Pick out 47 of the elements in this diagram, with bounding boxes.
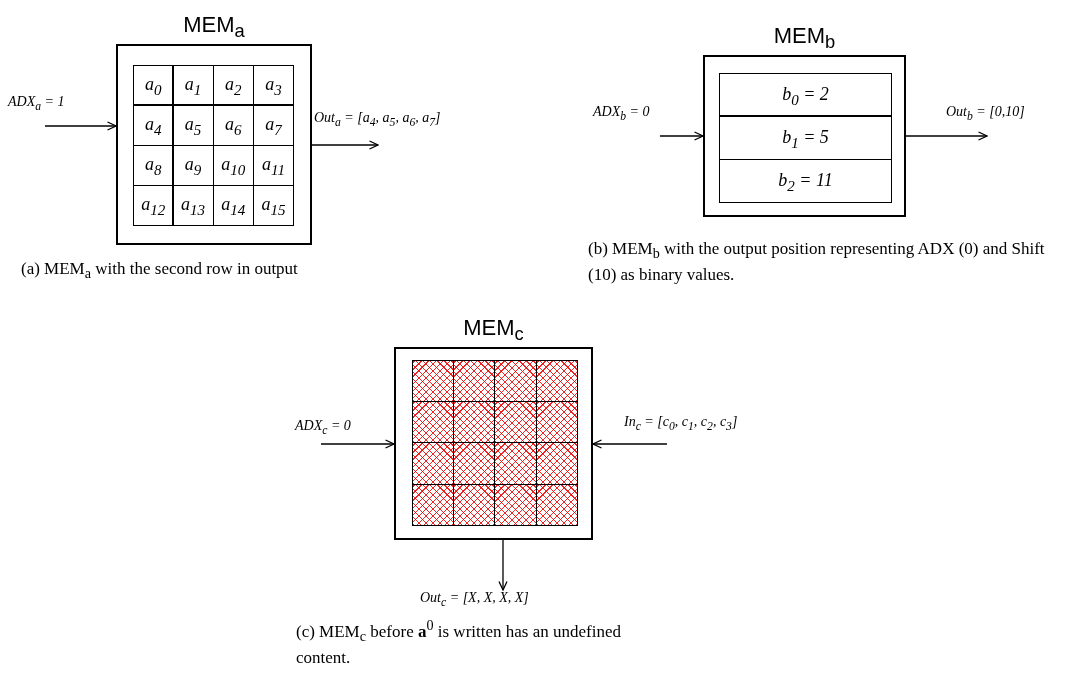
- memory-cell: a$_{0}$: [133, 65, 174, 106]
- memory-cell: a$_{1}$: [172, 65, 214, 106]
- memory-cell: a$_{7}$: [253, 104, 294, 146]
- undefined-memory-cell: [452, 360, 495, 402]
- memory-cell: a$_{4}$: [133, 104, 174, 146]
- memory-cell: a$_{5}$: [172, 104, 214, 146]
- undefined-memory-cell: [494, 483, 537, 526]
- undefined-memory-cell: [494, 442, 537, 485]
- arrow: [659, 131, 704, 141]
- arrow: [44, 121, 117, 131]
- memory-cell: b$_{1}$ = 5: [719, 115, 892, 160]
- arrow: [320, 439, 395, 449]
- signal-label: In$_{c}$ = [c$_{0}$, c$_{1}$, c$_{2}$, c$_{3}$]: [624, 414, 774, 444]
- signal-label: Out$_{b}$ = [0,10]: [946, 104, 1056, 136]
- undefined-memory-cell: [494, 400, 537, 443]
- undefined-memory-cell: [535, 483, 578, 526]
- figure-caption: (b) MEM$_{b}$ with the output position representing ADX (0) and Shift (10) as binary values.: [588, 238, 1046, 287]
- signal-label: ADX$_{b}$ = 0: [593, 104, 683, 136]
- block-title: MEM$_{a}$: [183, 11, 245, 44]
- block-title: MEM$_{b}$: [773, 22, 836, 55]
- arrow: [592, 439, 668, 449]
- undefined-memory-cell: [535, 360, 578, 402]
- arrow: [905, 131, 988, 141]
- undefined-memory-cell: [412, 400, 454, 443]
- signal-label: ADX$_{a}$ = 1: [8, 94, 118, 126]
- signal-label: Out$_{c}$ = [X, X, X, X]: [420, 590, 590, 614]
- undefined-memory-cell: [452, 442, 495, 485]
- undefined-memory-cell: [412, 360, 454, 402]
- block-title: MEM$_{c}$: [463, 314, 524, 347]
- memory-cell: a$_{13}$: [172, 185, 214, 226]
- undefined-memory-cell: [494, 360, 537, 402]
- memory-cell: b$_{0}$ = 2: [719, 73, 892, 117]
- memory-cell: a$_{15}$: [253, 185, 294, 226]
- memory-cell: a$_{2}$: [212, 65, 254, 106]
- memory-cell: a$_{3}$: [253, 65, 294, 106]
- arrow: [311, 140, 379, 150]
- figure-caption: (a) MEM$_{a}$ with the second row in output: [21, 258, 299, 284]
- undefined-memory-cell: [535, 442, 578, 485]
- memory-cell: a$_{12}$: [133, 185, 174, 226]
- signal-label: Out$_{a}$ = [a$_{4}$, a$_{5}$, a$_{6}$, a$_{7}$]: [314, 110, 464, 145]
- undefined-memory-cell: [412, 483, 454, 526]
- memory-cell: a$_{8}$: [133, 144, 174, 186]
- memory-cell: b$_{2}$ = 11: [719, 158, 892, 203]
- figure-caption: (c) MEM$_{c}$ before a$^{0}$ is written has an undefined content.: [296, 616, 622, 670]
- arrow: [498, 539, 508, 591]
- undefined-memory-cell: [412, 442, 454, 485]
- signal-label: ADX$_{c}$ = 0: [295, 418, 395, 444]
